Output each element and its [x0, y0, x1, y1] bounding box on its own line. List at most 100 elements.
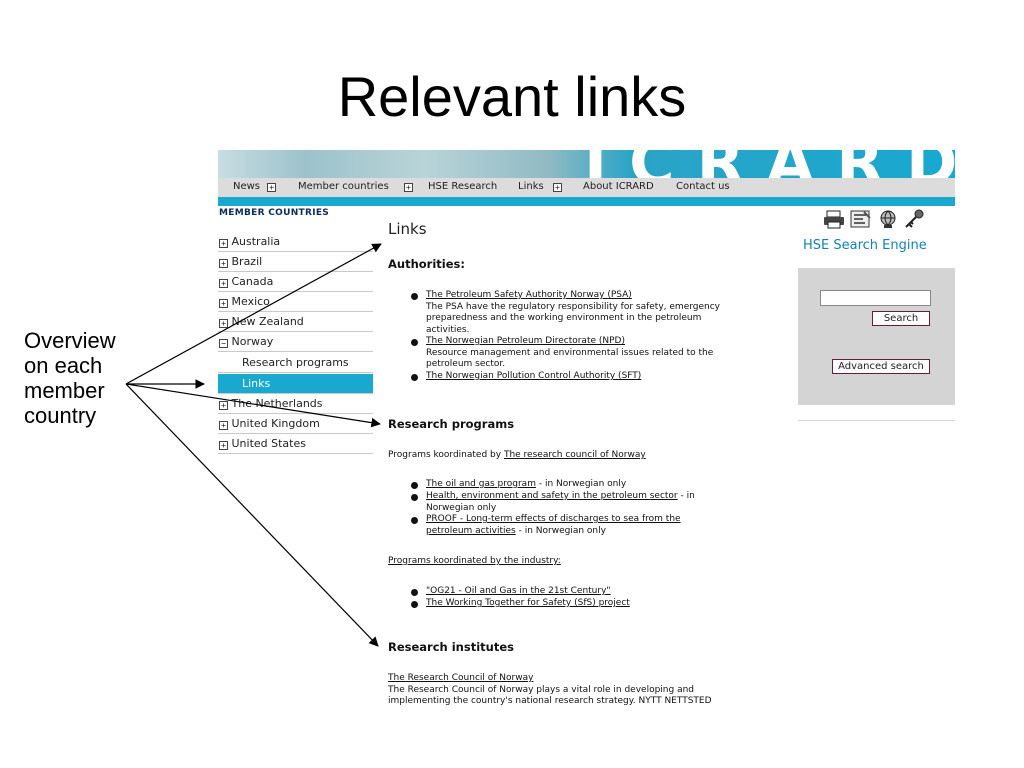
programs-intro: Programs koordinated by The research cou… [388, 450, 768, 462]
item-description: preparedness and the working environment… [426, 313, 702, 323]
item-suffix: - in [677, 491, 695, 501]
sidebar-item-links[interactable]: Links [218, 374, 373, 394]
nav-news[interactable]: News + [233, 181, 277, 193]
research-institutes-heading: Research institutes [388, 640, 514, 654]
link-sft[interactable]: The Norwegian Pollution Control Authorit… [426, 371, 642, 381]
sidebar-item-canada[interactable]: + Canada [218, 272, 373, 292]
sidebar-item-australia[interactable]: + Australia [218, 232, 373, 252]
sidebar-item-label: The Netherlands [231, 397, 323, 410]
slide-title: Relevant links [337, 65, 687, 128]
item-description: petroleum sector. [426, 359, 506, 369]
link-sfs[interactable]: The Working Together for Safety (SfS) pr… [426, 598, 630, 608]
callout-line: on each [24, 353, 103, 378]
link-hse-petroleum[interactable]: Health, environment and safety in the pe… [426, 491, 678, 501]
site-logo: ICRARD [584, 150, 955, 178]
link-research-council-norway[interactable]: The Research Council of Norway [388, 673, 534, 683]
globe-icon[interactable] [876, 209, 900, 229]
advanced-search-button[interactable]: Advanced search [832, 359, 930, 374]
search-engine-title: HSE Search Engine [803, 238, 927, 253]
bullet-icon [411, 494, 418, 501]
sidebar-item-label: United Kingdom [231, 417, 320, 430]
site-banner: ICRARD [218, 150, 955, 178]
nav-news-label: News [233, 181, 261, 192]
list-item: The Petroleum Safety Authority Norway (P… [426, 290, 786, 336]
institute-description: implementing the country's national rese… [388, 696, 712, 706]
bullet-icon [411, 517, 418, 524]
sidebar-item-label: United States [231, 437, 307, 450]
bullet-icon [411, 374, 418, 381]
nav-links[interactable]: Links + [518, 181, 562, 193]
sidebar-item-norway[interactable]: − Norway [218, 332, 373, 352]
expand-plus-icon[interactable]: + [219, 421, 228, 430]
website-screenshot: ICRARD News + Member countries + HSE Res… [218, 150, 955, 720]
list-item: PROOF - Long-term effects of discharges … [426, 514, 786, 537]
search-input[interactable] [820, 290, 931, 306]
bullet-icon [411, 339, 418, 346]
expand-plus-icon[interactable]: + [267, 183, 277, 192]
expand-plus-icon[interactable]: + [219, 401, 228, 410]
expand-plus-icon[interactable]: + [219, 299, 228, 308]
bullet-icon [411, 293, 418, 300]
callout-line: country [24, 403, 97, 428]
expand-plus-icon[interactable]: + [219, 441, 228, 450]
link-research-council[interactable]: The research council of Norway [503, 450, 646, 460]
printer-icon[interactable] [822, 209, 846, 229]
sidebar-item-brazil[interactable]: + Brazil [218, 252, 373, 272]
sidebar-item-united-kingdom[interactable]: + United Kingdom [218, 414, 373, 434]
search-button[interactable]: Search [872, 311, 930, 326]
sidebar-item-united-states[interactable]: + United States [218, 434, 373, 454]
list-item: The Norwegian Petroleum Directorate (NPD… [426, 336, 786, 371]
link-proof[interactable]: PROOF - Long-term effects of discharges … [426, 514, 681, 524]
nav-accent-strip [218, 197, 955, 206]
sitemap-icon[interactable] [849, 209, 873, 229]
link-og21[interactable]: "OG21 - Oil and Gas in the 21st Century" [426, 586, 611, 596]
sidebar-item-label: Norway [231, 335, 274, 348]
intro-text: Programs koordinated by [388, 450, 504, 460]
link-psa[interactable]: The Petroleum Safety Authority Norway (P… [426, 290, 632, 300]
bullet-icon [411, 601, 418, 608]
industry-programs: Programs koordinated by the industry: [388, 556, 561, 568]
expand-plus-icon[interactable]: + [219, 259, 228, 268]
nav-contact[interactable]: Contact us [676, 181, 730, 192]
page-heading: Links [388, 220, 427, 238]
nav-member-countries[interactable]: Member countries + [298, 181, 413, 193]
item-description: Resource management and environmental is… [426, 347, 714, 358]
link-oil-gas-program[interactable]: The oil and gas program [426, 479, 536, 489]
expand-plus-icon[interactable]: + [403, 183, 413, 192]
institute-description: The Research Council of Norway plays a v… [388, 684, 695, 695]
key-icon[interactable] [902, 209, 926, 229]
list-item: The oil and gas program - in Norwegian o… [426, 479, 786, 491]
divider [798, 420, 955, 421]
sidebar-item-research-programs[interactable]: Research programs [218, 353, 373, 373]
sidebar-item-the-netherlands[interactable]: + The Netherlands [218, 394, 373, 414]
sidebar-heading: MEMBER COUNTRIES [219, 208, 330, 218]
expand-plus-icon[interactable]: + [552, 183, 562, 192]
list-item: Health, environment and safety in the pe… [426, 491, 786, 514]
item-suffix: - in Norwegian only [535, 479, 627, 489]
expand-plus-icon[interactable]: + [219, 319, 228, 328]
item-description: activities. [426, 324, 470, 335]
sidebar-item-new-zealand[interactable]: + New Zealand [218, 312, 373, 332]
expand-plus-icon[interactable]: + [219, 239, 228, 248]
nav-about[interactable]: About ICRARD [583, 181, 654, 192]
nav-links-label: Links [518, 181, 544, 192]
nav-hse-research[interactable]: HSE Research [428, 181, 498, 192]
item-description: The PSA have the regulatory responsibili… [426, 301, 720, 312]
sidebar-item-label: New Zealand [231, 315, 304, 328]
link-industry-programs[interactable]: Programs koordinated by the industry: [388, 556, 561, 566]
sidebar-item-label: Australia [231, 235, 281, 248]
callout-line: member [24, 378, 105, 403]
search-panel: HSE Search Engine Search Advanced search [798, 206, 955, 405]
sidebar-item-label: Brazil [231, 255, 263, 268]
sidebar-item-label: Canada [231, 275, 274, 288]
expand-plus-icon[interactable]: + [219, 279, 228, 288]
top-navigation: News + Member countries + HSE Research L… [218, 178, 955, 197]
link-npd[interactable]: The Norwegian Petroleum Directorate (NPD… [426, 336, 625, 346]
bullet-icon [411, 482, 418, 489]
collapse-minus-icon[interactable]: − [219, 339, 228, 348]
callout-line: Overview [24, 328, 116, 353]
link-proof[interactable]: petroleum activities [426, 525, 516, 536]
item-suffix: - in Norwegian only [515, 525, 606, 536]
nav-member-countries-label: Member countries [298, 181, 389, 192]
sidebar-item-mexico[interactable]: + Mexico [218, 292, 373, 312]
